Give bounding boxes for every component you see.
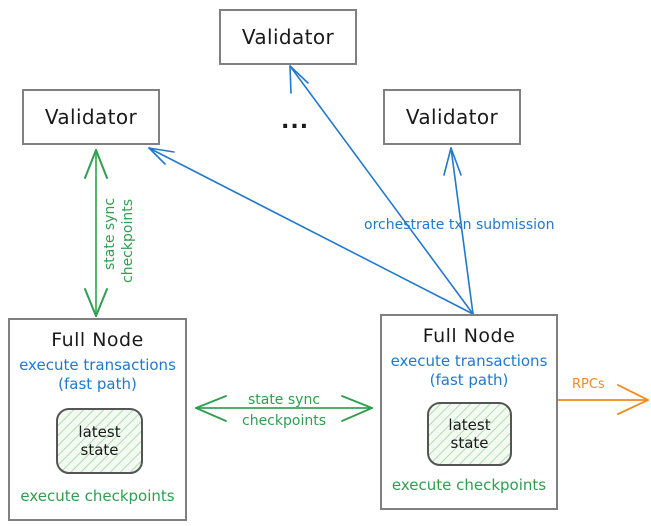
arrowhead-validator-top-a (289, 65, 292, 94)
arrowhead-validator-top-b (289, 65, 309, 84)
validator-top-label: Validator (241, 25, 335, 49)
validator-right-label: Validator (405, 105, 499, 129)
arrowhead-horiz-left-b (195, 407, 227, 422)
full-node-left-execute-transactions: execute transactions (19, 356, 176, 374)
full-node-left-fast-path: (fast path) (58, 374, 137, 393)
full-node-right-execute-transactions: execute transactions (390, 352, 548, 370)
full-node-right-fast-path: (fast path) (429, 370, 509, 389)
arrowhead-validator-left-b (148, 147, 166, 165)
full-node-left-latest-state: latest state (56, 408, 143, 474)
arrowhead-vert-bottom-b (95, 288, 108, 317)
validator-right[interactable]: Validator (383, 89, 521, 145)
label-orchestrate-txn-submission: orchestrate txn submission (364, 217, 555, 233)
arrowhead-rpcs-b (617, 399, 649, 415)
full-node-left-latest-state-line2: state (80, 441, 119, 459)
arrowhead-validator-left-a (148, 147, 175, 153)
full-node-right-execute-checkpoints: execute checkpoints (391, 476, 547, 494)
arrowhead-horiz-right-b (341, 407, 373, 422)
arrowhead-validator-right-b (450, 147, 462, 176)
arrowhead-vert-top-a (84, 149, 97, 179)
arrowhead-vert-bottom-a (84, 288, 97, 317)
arrowhead-validator-right-a (443, 147, 452, 176)
label-rpcs: RPCs (572, 377, 605, 392)
full-node-right-latest-state-line1: latest (448, 415, 491, 434)
full-node-right-title: Full Node (422, 325, 516, 347)
label-state-sync-middle-line2: checkpoints (242, 413, 326, 429)
validator-top[interactable]: Validator (219, 9, 357, 65)
full-node-right-latest-state-line2: state (450, 434, 489, 452)
label-state-sync-middle-line1: state sync (247, 392, 321, 408)
arrowhead-horiz-left-a (195, 395, 227, 409)
arrowhead-horiz-right-a (341, 395, 373, 409)
full-node-left-execute-checkpoints: execute checkpoints (20, 487, 175, 505)
full-node-left[interactable]: Full Node execute transactions (fast pat… (8, 318, 187, 521)
label-state-sync-vertical-line2: checkpoints (120, 199, 136, 283)
full-node-right-latest-state: latest state (427, 402, 512, 466)
arrowhead-rpcs-a (617, 384, 649, 401)
arrowhead-vert-top-b (95, 149, 108, 179)
full-node-left-title: Full Node (51, 329, 144, 351)
validator-left-label: Validator (44, 105, 138, 129)
validator-left[interactable]: Validator (22, 89, 160, 145)
label-state-sync-vertical-line1: state sync (102, 197, 118, 270)
full-node-left-latest-state-line1: latest (78, 422, 121, 441)
validators-ellipsis: ... (281, 109, 310, 134)
full-node-right[interactable]: Full Node execute transactions (fast pat… (380, 314, 558, 510)
